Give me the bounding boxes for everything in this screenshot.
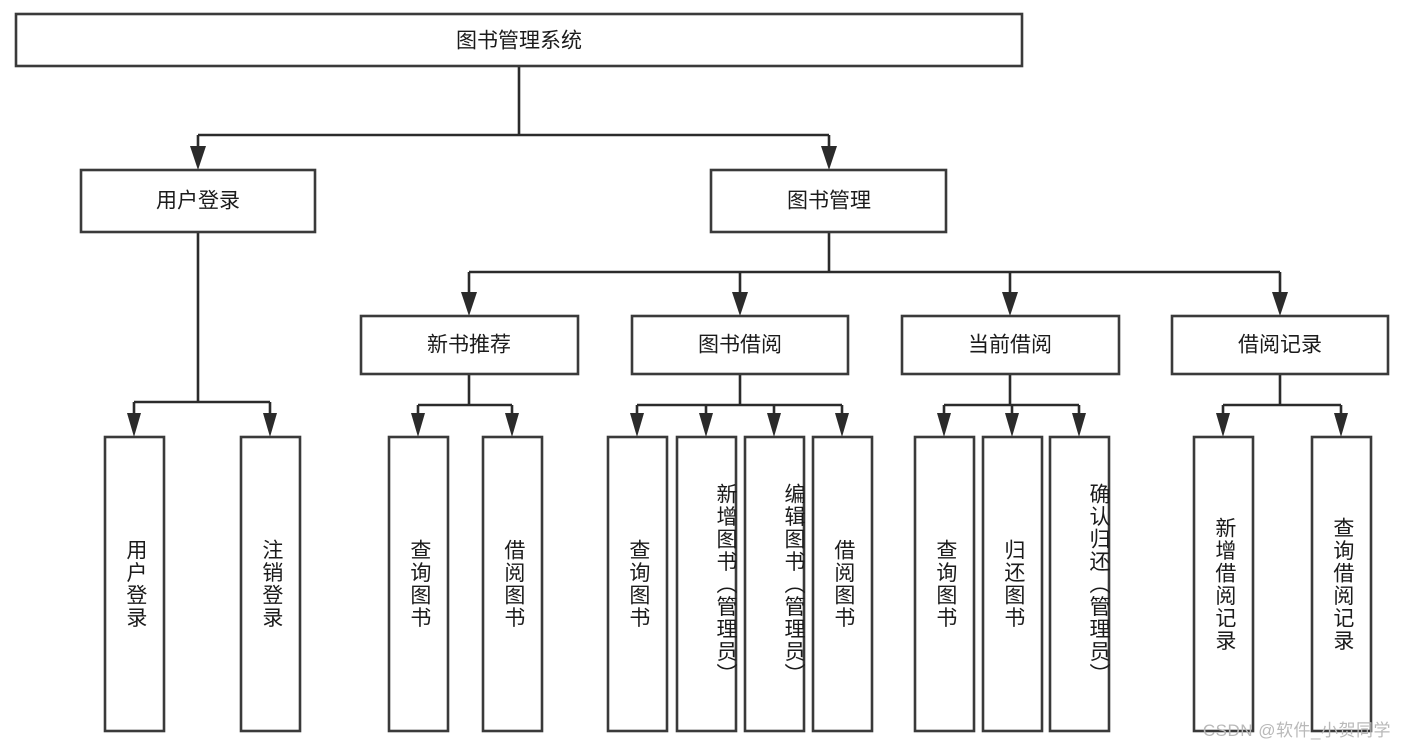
node-user-login-label: 用户登录: [156, 190, 240, 213]
arrow-head-borrow-borrow-book: [835, 413, 849, 437]
arrow-head-user-logout-leaf: [263, 413, 277, 437]
arrow-head-current-confirm-return: [1072, 413, 1086, 437]
arrow-head-borrow-add-book: [699, 413, 713, 437]
node-record-add-box[interactable]: [1192, 435, 1255, 733]
arrow-head-current-return-book: [1005, 413, 1019, 437]
arrow-head-new-book-recommend: [461, 292, 477, 316]
node-borrow-record-box[interactable]: [1170, 314, 1390, 376]
arrow-head-recommend-borrow-book: [505, 413, 519, 437]
node-book-management-box[interactable]: [709, 168, 948, 234]
node-new-book-recommend-box[interactable]: [359, 314, 580, 376]
node-book-borrow-box[interactable]: [630, 314, 850, 376]
arrow-head-recommend-query-book: [411, 413, 425, 437]
node-recommend-borrow-book-box[interactable]: [481, 435, 544, 733]
node-user-logout-leaf-box[interactable]: [239, 435, 302, 733]
arrow-head-current-borrow: [1002, 292, 1018, 316]
node-book-management-label: 图书管理: [787, 190, 871, 213]
arrow-head-record-add: [1216, 413, 1230, 437]
node-borrow-edit-book-box[interactable]: [743, 435, 806, 733]
node-recommend-query-book-box[interactable]: [387, 435, 450, 733]
node-record-query-box[interactable]: [1310, 435, 1373, 733]
node-root-box[interactable]: [14, 12, 1024, 68]
node-user-login-box[interactable]: [79, 168, 317, 234]
node-current-confirm-return-box[interactable]: [1048, 435, 1111, 733]
arrow-head-borrow-record: [1272, 292, 1288, 316]
arrow-head-record-query: [1334, 413, 1348, 437]
arrow-head-book-management: [821, 146, 837, 170]
node-new-book-recommend-label: 新书推荐: [427, 334, 511, 357]
node-current-query-book-box[interactable]: [913, 435, 976, 733]
node-borrow-query-book-box[interactable]: [606, 435, 669, 733]
node-borrow-record-label: 借阅记录: [1238, 334, 1322, 357]
arrow-head-book-borrow: [732, 292, 748, 316]
arrow-head-user-login: [190, 146, 206, 170]
node-user-login-leaf-box[interactable]: [103, 435, 166, 733]
arrow-head-user-login-leaf: [127, 413, 141, 437]
node-current-borrow-label: 当前借阅: [968, 334, 1052, 357]
node-book-borrow-label: 图书借阅: [698, 334, 782, 357]
node-borrow-add-book-box[interactable]: [675, 435, 738, 733]
csdn-watermark: CSDN @软件_小贺同学: [1202, 721, 1391, 740]
node-root-label: 图书管理系统: [456, 30, 582, 53]
node-borrow-borrow-book-box[interactable]: [811, 435, 874, 733]
node-current-return-book-box[interactable]: [981, 435, 1044, 733]
arrow-head-current-query-book: [937, 413, 951, 437]
arrow-head-borrow-query-book: [630, 413, 644, 437]
node-current-borrow-box[interactable]: [900, 314, 1121, 376]
node-box-group: [14, 12, 1390, 733]
connector-group: [127, 66, 1348, 437]
arrow-head-borrow-edit-book: [767, 413, 781, 437]
horizontal-label-group: 图书管理系统 用户登录 图书管理 新书推荐 图书借阅 当前借阅 借阅记录: [156, 30, 1322, 357]
